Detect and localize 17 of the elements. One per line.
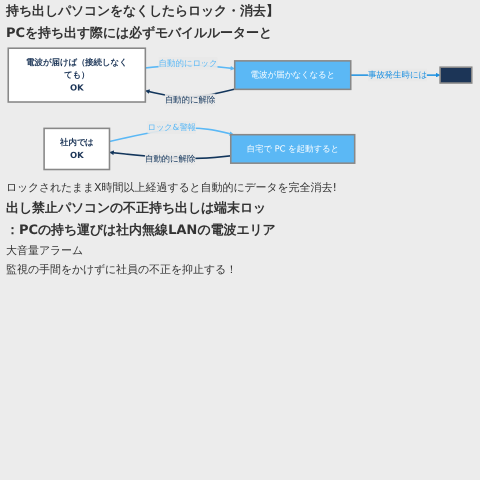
note-text: 大音量アラーム [5,242,84,259]
node-box: 電波が届かなくなると [234,60,352,90]
edge-label: 事故発生時には [368,70,427,80]
node-box: 自宅で PC を起動すると [230,134,356,164]
node-box: 電波が届けば（接続しなくても） OK [7,47,146,103]
note-text: ロックされたままX時間以上経過すると自動的にデータを完全消去! [5,180,338,196]
edge-label: 自動的に解除 [164,94,216,105]
heading-text: 出し禁止パソコンの不正持ち出しは端末ロッ [5,200,267,218]
edge-label: 自動的に解除 [144,153,196,164]
heading-text: ：PCの持ち運びは社内無線LANの電波エリア [5,222,276,240]
node-box: 社内では OK [43,128,110,170]
heading-text: PCを持ち出す際には必ずモバイルルーターと [5,24,274,43]
note-text: 監視の手間をかけずに社員の不正を抑止する！ [5,262,238,278]
edge-label: ロック&警報 [147,122,196,132]
heading-text: 持ち出しパソコンをなくしたらロック・消去】 [4,3,280,21]
node-box [439,66,473,84]
edge-label: 自動的にロック [158,58,218,68]
